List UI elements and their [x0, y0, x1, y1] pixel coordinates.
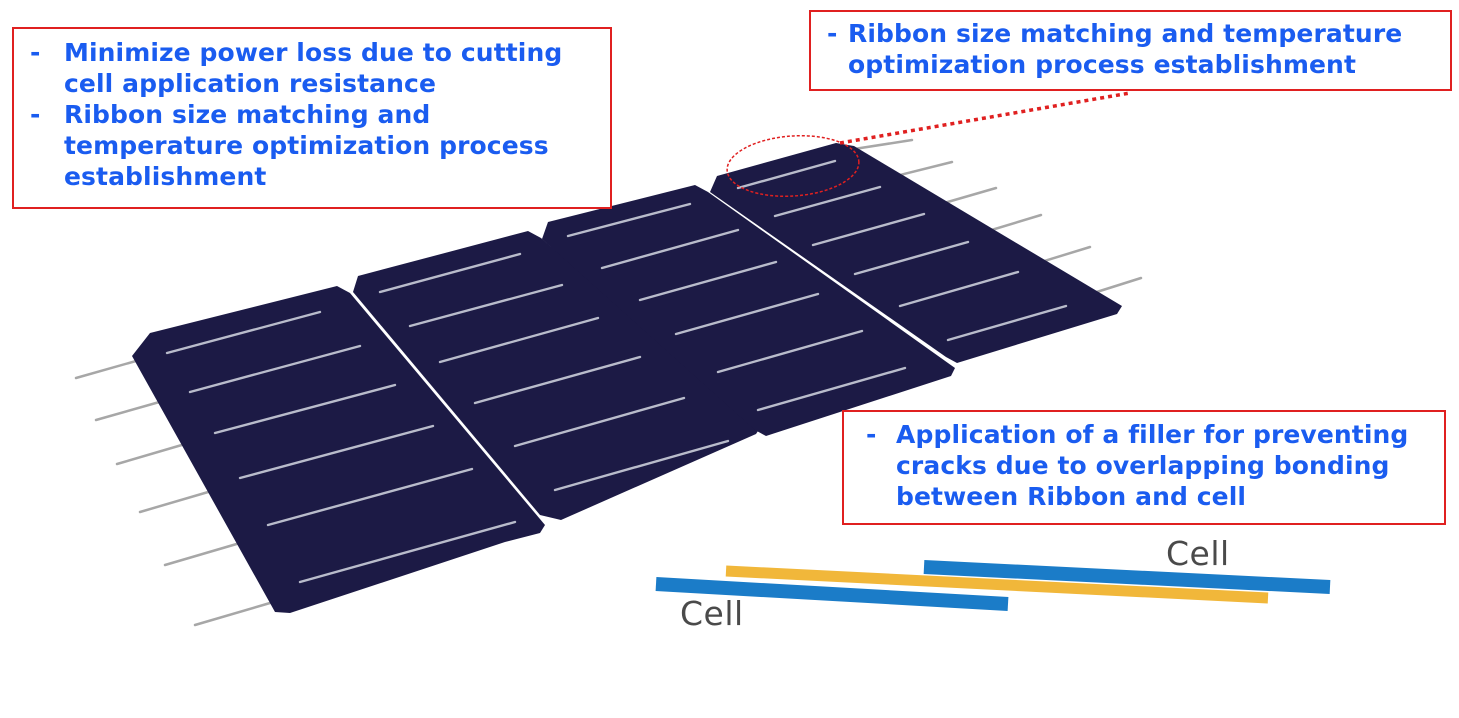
busbar [638, 260, 778, 302]
callout-bottom-right: - Application of a filler for preventing… [842, 410, 1446, 525]
busbar [165, 310, 322, 355]
ribbon-wire [163, 541, 242, 567]
callout-top-right: - Ribbon size matching and temperature o… [809, 10, 1452, 91]
busbar [853, 240, 970, 276]
busbar [773, 185, 882, 218]
callout-left-item: - Minimize power loss due to cutting cel… [14, 37, 610, 99]
busbar [438, 316, 600, 364]
busbar [674, 292, 820, 336]
busbar [378, 252, 522, 294]
cell-strip-1 [132, 286, 545, 613]
highlight-ellipse [726, 134, 860, 198]
bullet-dash: - [866, 420, 877, 449]
busbar [553, 439, 730, 492]
callout-top-right-item: - Ribbon size matching and temperature o… [811, 18, 1450, 80]
callout-top-right-item-text: Ribbon size matching and temperature opt… [848, 19, 1403, 79]
busbar [266, 467, 474, 527]
ribbon-wire [94, 397, 172, 422]
callout-bottom-right-item-text: Application of a filler for preventing c… [896, 420, 1409, 511]
callout-bottom-right-list: - Application of a filler for preventing… [844, 419, 1444, 512]
cell-label-upper: Cell [1166, 534, 1230, 573]
leader-dotted-line [839, 91, 1131, 145]
busbar [566, 202, 692, 238]
cell-strip-upper [923, 560, 1331, 594]
busbar [188, 344, 362, 394]
callout-top-right-list: - Ribbon size matching and temperature o… [811, 18, 1450, 80]
busbar [811, 212, 926, 247]
ribbon-wire [138, 488, 217, 514]
overlap-bond-illustration [655, 560, 1331, 611]
busbar [716, 329, 864, 374]
callout-left-item-text: Minimize power loss due to cutting cell … [64, 38, 563, 98]
bullet-dash: - [30, 38, 41, 67]
bullet-dash: - [827, 19, 838, 48]
busbar [756, 366, 907, 412]
busbar [513, 396, 686, 448]
busbar [238, 424, 435, 480]
callout-left-list: - Minimize power loss due to cutting cel… [14, 37, 610, 192]
ribbon-wire [115, 440, 194, 466]
busbar [473, 355, 642, 405]
callout-left-item: - Ribbon size matching and temperature o… [14, 99, 610, 192]
busbar [600, 228, 740, 270]
callout-left-item-text: Ribbon size matching and temperature opt… [64, 100, 549, 191]
callout-bottom-right-item: - Application of a filler for preventing… [844, 419, 1444, 512]
busbar [898, 270, 1020, 308]
bullet-dash: - [30, 100, 41, 129]
callout-left: - Minimize power loss due to cutting cel… [12, 27, 612, 209]
ribbon-wire [193, 601, 272, 627]
filler-ribbon [725, 565, 1269, 604]
cell-strip-2 [353, 231, 760, 520]
busbar [213, 383, 397, 435]
cell-strip-3 [542, 185, 955, 436]
cell-label-lower: Cell [680, 594, 744, 633]
cell-strip-lower [655, 577, 1009, 611]
busbar [408, 283, 564, 328]
cell-strips [132, 143, 1122, 613]
busbar [946, 304, 1068, 342]
cell-strip-4 [710, 143, 1122, 363]
busbars [165, 159, 1068, 584]
busbar [736, 159, 837, 190]
busbar [298, 520, 517, 584]
